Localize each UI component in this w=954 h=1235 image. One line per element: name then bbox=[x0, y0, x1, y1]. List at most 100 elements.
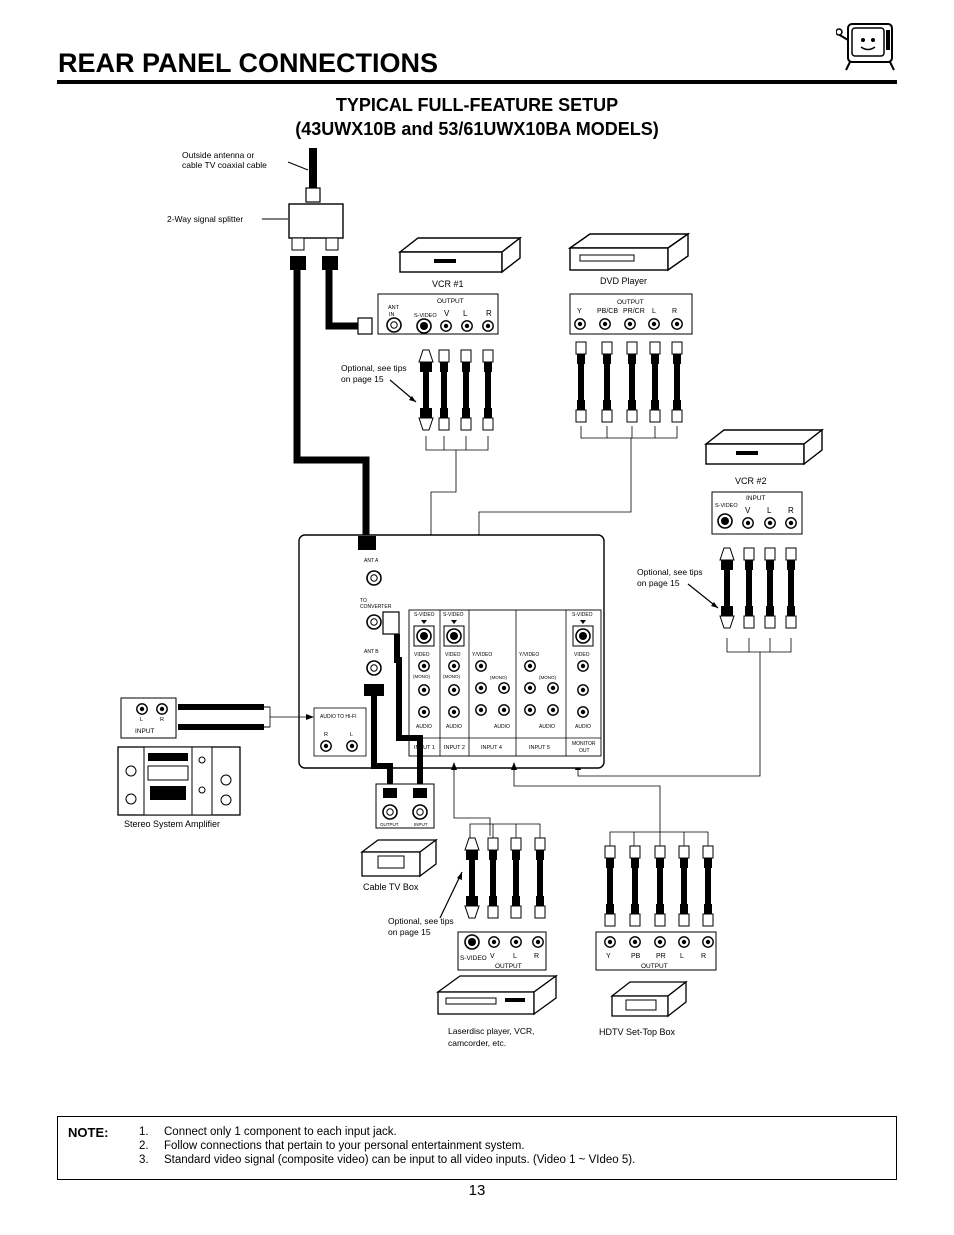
splitter-label: 2-Way signal splitter bbox=[167, 214, 243, 224]
svg-text:V: V bbox=[444, 309, 450, 318]
svg-text:L: L bbox=[652, 308, 656, 315]
laserdisc-label: camcorder, etc. bbox=[448, 1038, 506, 1048]
subtitle-line-1: TYPICAL FULL-FEATURE SETUP bbox=[335, 95, 619, 115]
svg-text:ANT: ANT bbox=[388, 305, 400, 311]
hdtv-label: HDTV Set-Top Box bbox=[599, 1027, 676, 1037]
svg-text:IN: IN bbox=[389, 312, 395, 318]
title-rule bbox=[57, 80, 897, 84]
svg-text:AUDIO: AUDIO bbox=[494, 724, 510, 730]
vcr1-label: VCR #1 bbox=[432, 279, 464, 289]
svg-text:AUDIO: AUDIO bbox=[539, 724, 555, 730]
svg-text:TO: TO bbox=[360, 598, 367, 604]
svg-text:V: V bbox=[490, 953, 495, 960]
cable-box-label: Cable TV Box bbox=[363, 882, 419, 892]
note-label: NOTE: bbox=[68, 1125, 109, 1140]
svg-text:INPUT: INPUT bbox=[414, 822, 428, 827]
svg-text:L: L bbox=[680, 953, 684, 960]
optional-label-vcr1: on page 15 bbox=[341, 374, 384, 384]
svg-text:L: L bbox=[767, 506, 772, 515]
svg-text:R: R bbox=[788, 506, 794, 515]
svg-text:MONITOR: MONITOR bbox=[572, 741, 596, 747]
svg-text:S-VIDEO: S-VIDEO bbox=[460, 955, 487, 962]
page-title: REAR PANEL CONNECTIONS bbox=[58, 48, 439, 78]
svg-text:L: L bbox=[350, 732, 353, 738]
svg-text:OUTPUT: OUTPUT bbox=[617, 299, 644, 306]
svg-text:Y: Y bbox=[606, 953, 611, 960]
vcr1-device bbox=[397, 236, 523, 274]
note-item: 1.Connect only 1 component to each input… bbox=[139, 1126, 397, 1138]
svg-text:R: R bbox=[534, 953, 539, 960]
vcr2-device bbox=[703, 428, 825, 466]
note-box: NOTE: 1.Connect only 1 component to each… bbox=[57, 1116, 897, 1180]
optional-label-laserdisc: on page 15 bbox=[388, 927, 431, 937]
svg-text:AUDIO: AUDIO bbox=[416, 724, 432, 730]
svg-text:AUDIO: AUDIO bbox=[575, 724, 591, 730]
svg-text:R: R bbox=[672, 308, 677, 315]
note-item: 3.Standard video signal (composite video… bbox=[139, 1154, 636, 1166]
svg-text:S-VIDEO: S-VIDEO bbox=[572, 612, 593, 618]
svg-text:INPUT: INPUT bbox=[135, 728, 155, 735]
svg-text:V: V bbox=[745, 506, 751, 515]
optional-label-vcr2: Optional, see tips bbox=[637, 567, 703, 577]
connection-diagram: Outside antenna or cable TV coaxial cabl… bbox=[117, 148, 825, 1048]
svg-text:PR: PR bbox=[656, 953, 666, 960]
stereo-amplifier-device bbox=[117, 746, 241, 816]
antenna-label: cable TV coaxial cable bbox=[182, 160, 267, 170]
subtitle-line-2: (43UWX10B and 53/61UWX10BA MODELS) bbox=[295, 119, 659, 139]
svg-text:VIDEO: VIDEO bbox=[414, 652, 430, 658]
svg-text:OUT: OUT bbox=[579, 748, 590, 754]
svg-text:(MONO): (MONO) bbox=[413, 674, 430, 679]
svg-text:AUDIO: AUDIO bbox=[446, 724, 462, 730]
audio-cables-to-hifi bbox=[178, 704, 270, 730]
svg-text:CONVERTER: CONVERTER bbox=[360, 604, 392, 610]
stereo-label: Stereo System Amplifier bbox=[124, 819, 220, 829]
svg-text:R: R bbox=[160, 717, 164, 723]
svg-text:PB/CB: PB/CB bbox=[597, 308, 618, 315]
svg-text:PB: PB bbox=[631, 953, 641, 960]
svg-text:INPUT 4: INPUT 4 bbox=[481, 745, 502, 751]
optional-label-vcr1: Optional, see tips bbox=[341, 363, 407, 373]
svg-text:S-VIDEO: S-VIDEO bbox=[414, 612, 435, 618]
svg-text:OUTPUT: OUTPUT bbox=[380, 822, 399, 827]
svg-text:S-VIDEO: S-VIDEO bbox=[443, 612, 464, 618]
svg-text:S-VIDEO: S-VIDEO bbox=[414, 313, 437, 319]
svg-text:Y/VIDEO: Y/VIDEO bbox=[519, 652, 539, 658]
hdtv-device bbox=[610, 980, 688, 1018]
dvd-label: DVD Player bbox=[600, 276, 647, 286]
svg-text:OUTPUT: OUTPUT bbox=[437, 298, 464, 305]
svg-text:(MONO): (MONO) bbox=[539, 675, 556, 680]
coax-cable-box-1 bbox=[371, 696, 393, 784]
svg-text:ANT B: ANT B bbox=[364, 649, 379, 655]
tv-mascot-icon bbox=[836, 23, 895, 71]
note-item: 2.Follow connections that pertain to you… bbox=[139, 1140, 525, 1152]
svg-text:(MONO): (MONO) bbox=[490, 675, 507, 680]
svg-text:OUTPUT: OUTPUT bbox=[641, 963, 668, 970]
coax-cable-box-2 bbox=[394, 634, 423, 784]
page-number: 13 bbox=[468, 1182, 486, 1199]
svg-text:INPUT 2: INPUT 2 bbox=[444, 745, 465, 751]
svg-text:L: L bbox=[513, 953, 517, 960]
optional-label-laserdisc: Optional, see tips bbox=[388, 916, 454, 926]
dvd-device bbox=[567, 232, 691, 272]
svg-text:INPUT 1: INPUT 1 bbox=[414, 745, 435, 751]
svg-text:VIDEO: VIDEO bbox=[574, 652, 590, 658]
svg-text:S-VIDEO: S-VIDEO bbox=[715, 503, 738, 509]
cable-box-device bbox=[360, 838, 438, 878]
signal-splitter bbox=[288, 203, 344, 239]
coax-to-vcr1 bbox=[325, 270, 360, 330]
laserdisc-label: Laserdisc player, VCR, bbox=[448, 1026, 534, 1036]
svg-text:VIDEO: VIDEO bbox=[445, 652, 461, 658]
svg-text:(MONO): (MONO) bbox=[443, 674, 460, 679]
svg-text:Y/VIDEO: Y/VIDEO bbox=[472, 652, 492, 658]
svg-text:AUDIO TO HI-FI: AUDIO TO HI-FI bbox=[320, 714, 356, 720]
svg-text:R: R bbox=[486, 309, 492, 318]
note-list: 1.Connect only 1 component to each input… bbox=[139, 1125, 635, 1167]
optional-label-vcr2: on page 15 bbox=[637, 578, 680, 588]
antenna-cable bbox=[309, 148, 317, 188]
svg-text:INPUT 5: INPUT 5 bbox=[529, 745, 550, 751]
stereo-input-panel bbox=[120, 697, 177, 739]
svg-text:L: L bbox=[463, 309, 468, 318]
svg-text:ANT A: ANT A bbox=[364, 558, 379, 564]
svg-text:INPUT: INPUT bbox=[746, 495, 766, 502]
antenna-label: Outside antenna or bbox=[182, 150, 254, 160]
